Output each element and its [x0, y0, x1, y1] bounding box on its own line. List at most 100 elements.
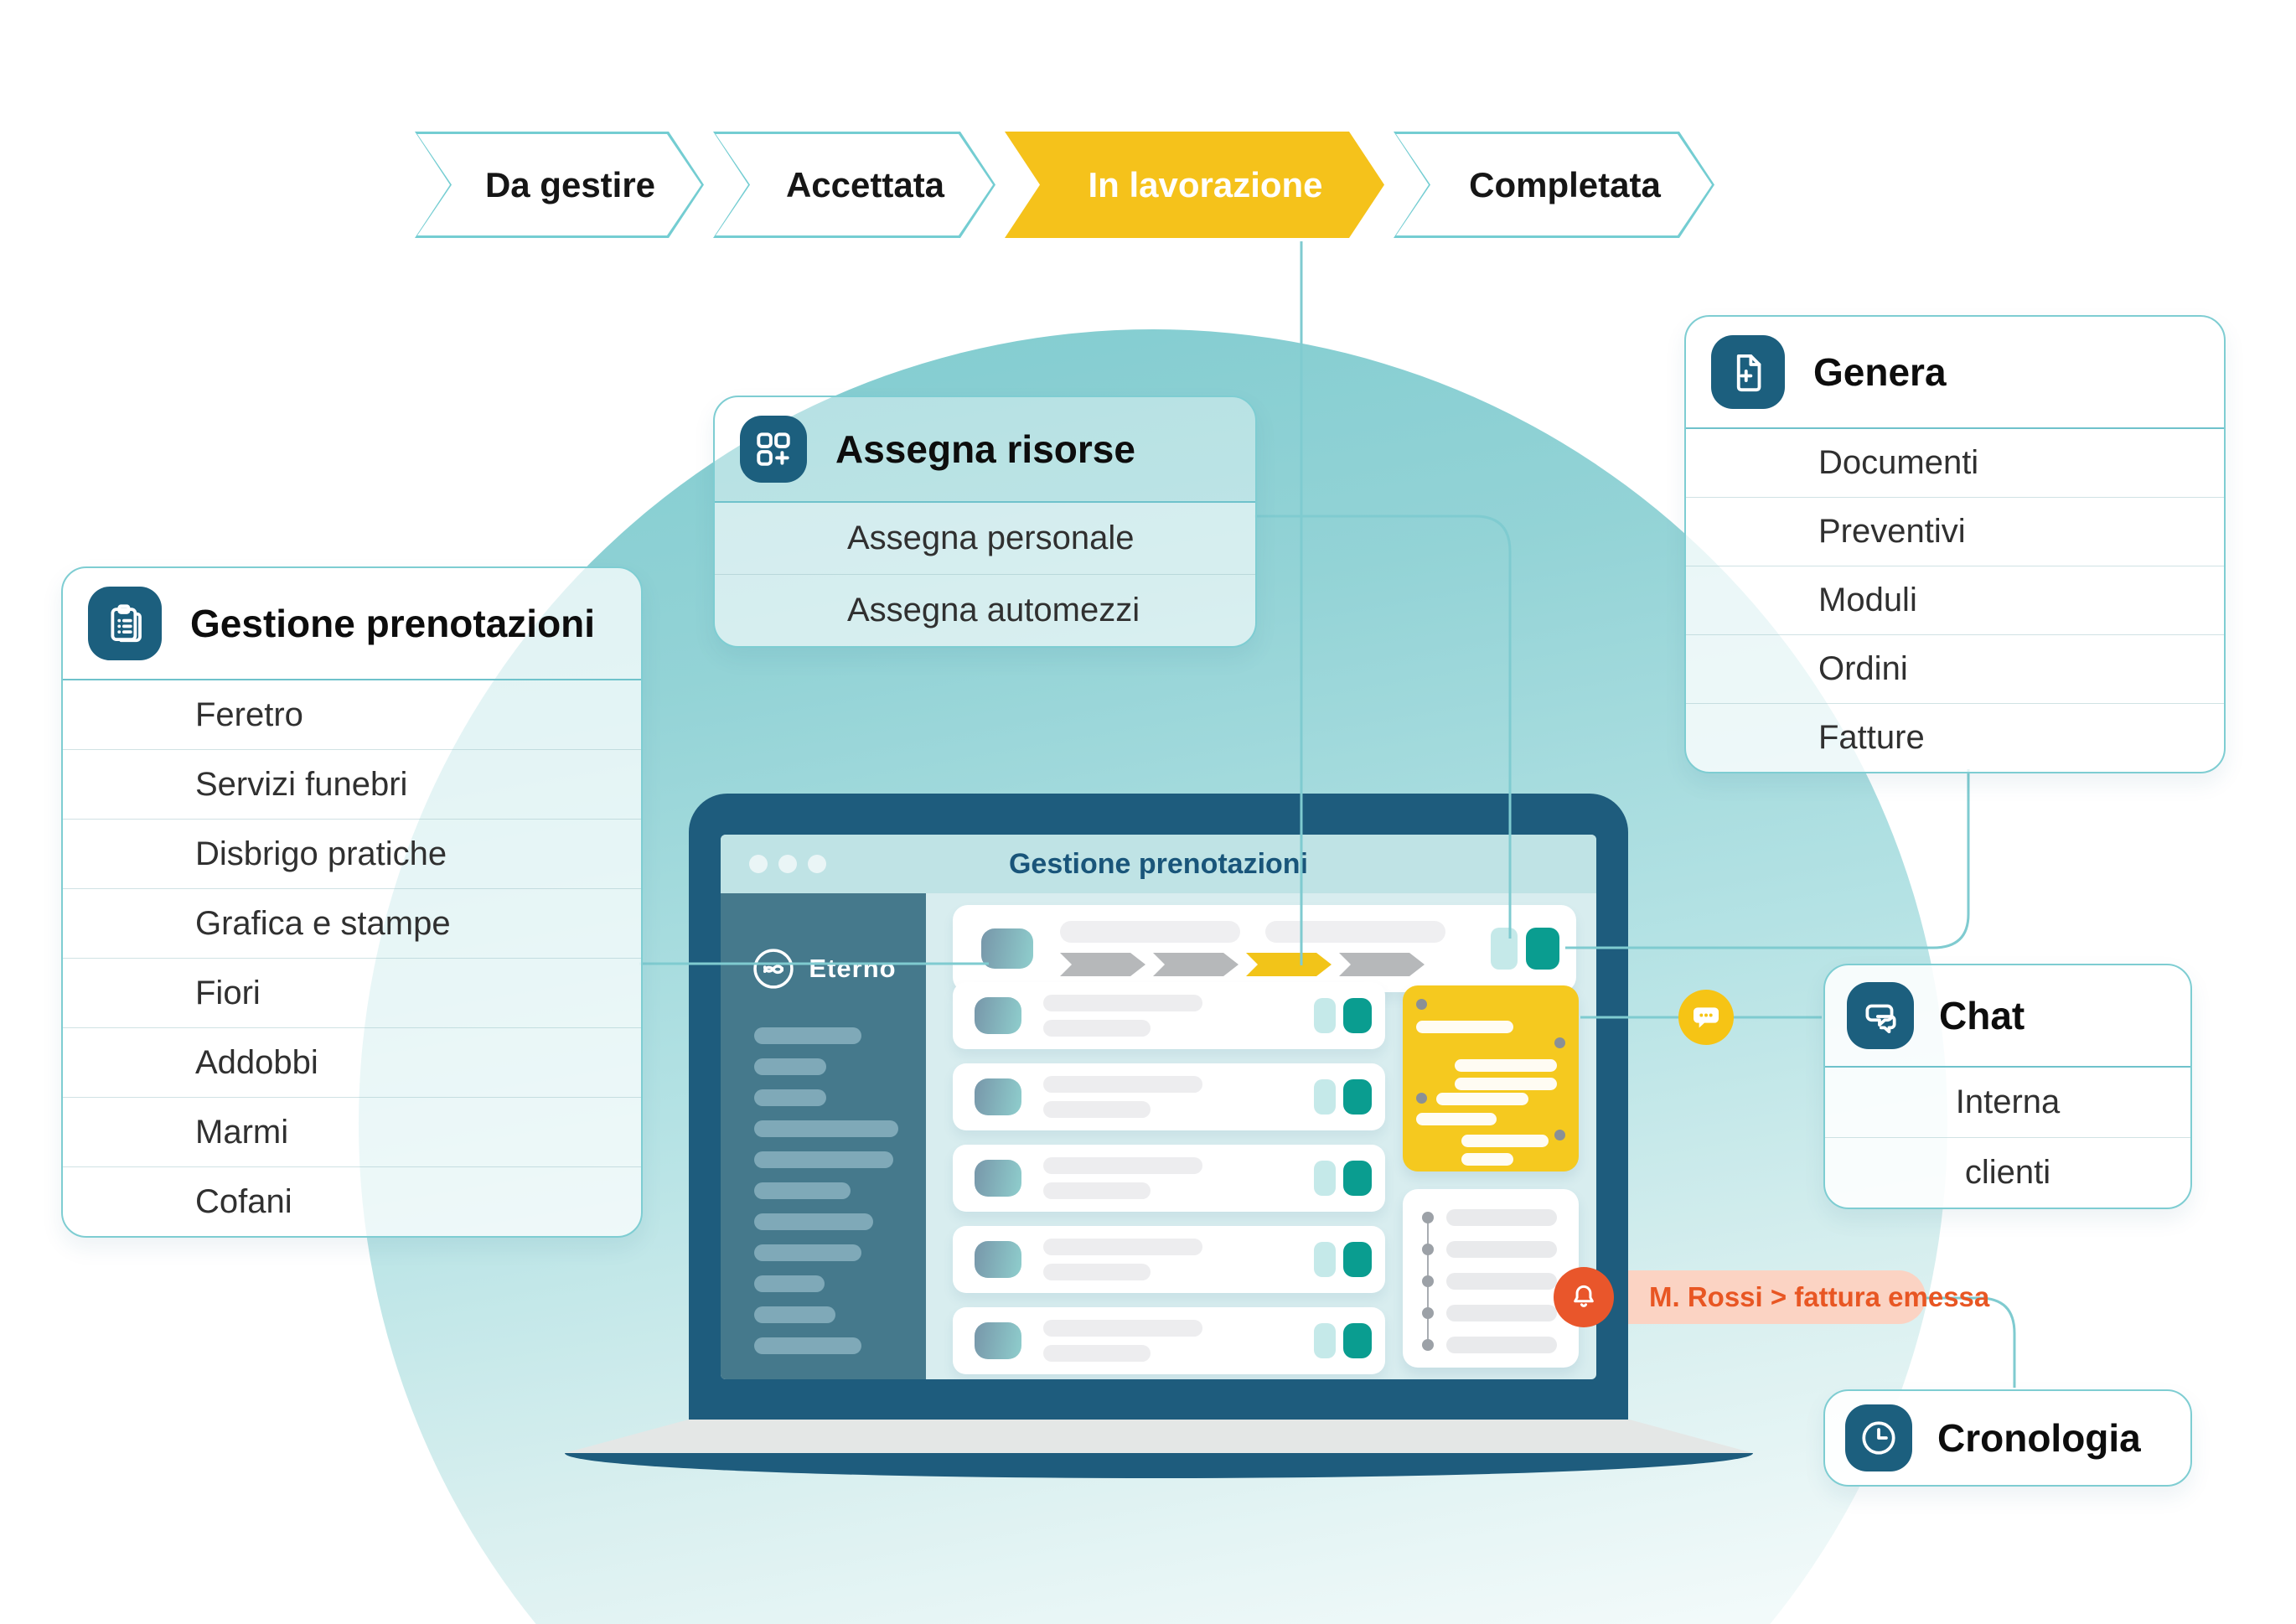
- workflow-step-accettata[interactable]: Accettata: [713, 132, 995, 238]
- booking-avatar-pill: [975, 1322, 1021, 1359]
- clipboard-list-icon: [88, 587, 162, 660]
- card-genera-items: Documenti Preventivi Moduli Ordini Fattu…: [1686, 429, 2224, 772]
- workflow-step-label: In lavorazione: [1088, 164, 1323, 204]
- workflow-step-label: Da gestire: [484, 164, 656, 204]
- card-gestione-prenotazioni: Gestione prenotazioni Feretro Servizi fu…: [61, 566, 643, 1238]
- generate-action-button: [1343, 1079, 1372, 1115]
- assign-action-button: [1314, 1242, 1336, 1277]
- booking-avatar-pill: [975, 1078, 1021, 1115]
- sidebar-skeleton-menu: [754, 1027, 926, 1354]
- card-gestione-items: Feretro Servizi funebri Disbrigo pratich…: [63, 680, 641, 1236]
- brand-logo: Eterno: [721, 945, 926, 992]
- menu-item-fatture[interactable]: Fatture: [1686, 703, 2224, 772]
- card-gestione-header: Gestione prenotazioni: [63, 568, 641, 680]
- chevron-fill: [1396, 134, 1712, 235]
- menu-item-preventivi[interactable]: Preventivi: [1686, 497, 2224, 566]
- assign-action-button: [1314, 1161, 1336, 1196]
- booking-row: [953, 1307, 1385, 1374]
- card-title: Cronologia: [1937, 1416, 2141, 1460]
- chat-bubbles-icon: [1847, 982, 1914, 1049]
- menu-item-assegna-personale[interactable]: Assegna personale: [715, 503, 1255, 574]
- laptop-screen: Gestione prenotazioni Eterno: [721, 835, 1596, 1379]
- menu-item-documenti[interactable]: Documenti: [1818, 444, 1979, 481]
- workflow-step-label: Completata: [1469, 164, 1661, 204]
- card-title: Genera: [1813, 350, 1947, 394]
- booking-avatar-pill: [975, 1160, 1021, 1197]
- speech-bubble-icon[interactable]: [1678, 990, 1734, 1045]
- assign-action-button: [1314, 998, 1336, 1033]
- menu-item-marmi[interactable]: Marmi: [63, 1097, 641, 1166]
- chat-panel-skeleton: [1403, 985, 1579, 1171]
- window-title: Gestione prenotazioni: [1008, 847, 1309, 880]
- generate-action-button: [1343, 1323, 1372, 1358]
- window-control-dots: [749, 855, 826, 873]
- workflow-step-da-gestire[interactable]: Da gestire: [415, 132, 704, 238]
- notification-text: M. Rossi > fattura emessa: [1649, 1281, 1990, 1312]
- assign-action-button: [1314, 1323, 1336, 1358]
- window-titlebar: Gestione prenotazioni: [721, 835, 1596, 893]
- card-chat-items: Interna clienti: [1825, 1068, 2190, 1208]
- booking-avatar-pill: [975, 997, 1021, 1034]
- booking-row: [953, 1063, 1385, 1130]
- card-title: Gestione prenotazioni: [190, 602, 596, 645]
- category-add-icon: [740, 416, 807, 483]
- status-stepper-skeleton: [1060, 953, 1445, 976]
- chevron-fill: [417, 134, 701, 235]
- menu-item-ordini[interactable]: Ordini: [1686, 634, 2224, 703]
- eterno-logo-icon: [753, 949, 794, 989]
- card-title: Assegna risorse: [835, 427, 1135, 471]
- menu-item-chat-clienti[interactable]: clienti: [1825, 1137, 2190, 1208]
- file-plus-icon: [1711, 335, 1785, 409]
- status-chevron: [1339, 953, 1425, 976]
- brand-name: Eterno: [809, 954, 897, 983]
- laptop-mockup: Gestione prenotazioni Eterno: [689, 794, 1628, 1420]
- timeline-panel-skeleton: [1403, 1189, 1579, 1368]
- chevron-shape: [1005, 132, 1384, 238]
- card-title: Chat: [1939, 994, 2025, 1037]
- workflow-step-in-lavorazione-active[interactable]: In lavorazione: [1005, 132, 1384, 238]
- booking-row: [953, 1226, 1385, 1293]
- menu-item-grafica-e-stampe[interactable]: Grafica e stampe: [63, 888, 641, 958]
- workflow-step-completata[interactable]: Completata: [1394, 132, 1714, 238]
- card-cronologia[interactable]: Cronologia: [1823, 1389, 2192, 1487]
- menu-item-assegna-automezzi[interactable]: Assegna automezzi: [715, 574, 1255, 646]
- app-sidebar: Eterno: [721, 893, 926, 1379]
- assign-action-button: [1314, 1079, 1336, 1115]
- menu-item-moduli[interactable]: Moduli: [1686, 566, 2224, 634]
- menu-item-disbrigo-pratiche[interactable]: Disbrigo pratiche: [63, 819, 641, 888]
- card-genera-header: Genera: [1686, 317, 2224, 429]
- card-cronologia-header: Cronologia: [1825, 1391, 2190, 1485]
- booking-avatar-pill: [975, 1241, 1021, 1278]
- status-chevron: [1153, 953, 1238, 976]
- menu-item-chat-interna[interactable]: Interna: [1955, 1084, 2061, 1120]
- status-chevron: [1060, 953, 1145, 976]
- clock-icon: [1845, 1404, 1912, 1471]
- booking-skeleton-text: [1060, 921, 1445, 943]
- chevron-fill: [716, 134, 993, 235]
- generate-action-button: [1343, 1161, 1372, 1196]
- generate-action-button: [1343, 1242, 1372, 1277]
- booking-row: [953, 1145, 1385, 1212]
- laptop-base: [565, 1420, 1753, 1453]
- generate-action-button: [1343, 998, 1372, 1033]
- generate-action-button: [1526, 928, 1559, 970]
- menu-item-servizi-funebri[interactable]: Servizi funebri: [63, 749, 641, 819]
- booking-avatar-pill: [981, 928, 1033, 969]
- card-assegna-header: Assegna risorse: [715, 397, 1255, 503]
- menu-item-addobbi[interactable]: Addobbi: [63, 1027, 641, 1097]
- menu-item-feretro[interactable]: Feretro: [195, 696, 303, 733]
- booking-row-selected: [953, 905, 1576, 992]
- notification-toast[interactable]: M. Rossi > fattura emessa: [1575, 1270, 1989, 1324]
- bell-icon[interactable]: [1554, 1267, 1614, 1327]
- menu-item-fiori[interactable]: Fiori: [63, 958, 641, 1027]
- workflow-stepper: Da gestire Accettata In lavorazione Comp…: [415, 132, 1714, 238]
- assign-action-button: [1491, 928, 1518, 970]
- menu-item-cofani[interactable]: Cofani: [63, 1166, 641, 1236]
- booking-row: [953, 982, 1385, 1049]
- status-chevron-active: [1246, 953, 1332, 976]
- card-chat-header: Chat: [1825, 965, 2190, 1068]
- card-chat: Chat Interna clienti: [1823, 964, 2192, 1209]
- card-assegna-items: Assegna personale Assegna automezzi: [715, 503, 1255, 646]
- card-genera: Genera Documenti Preventivi Moduli Ordin…: [1684, 315, 2226, 773]
